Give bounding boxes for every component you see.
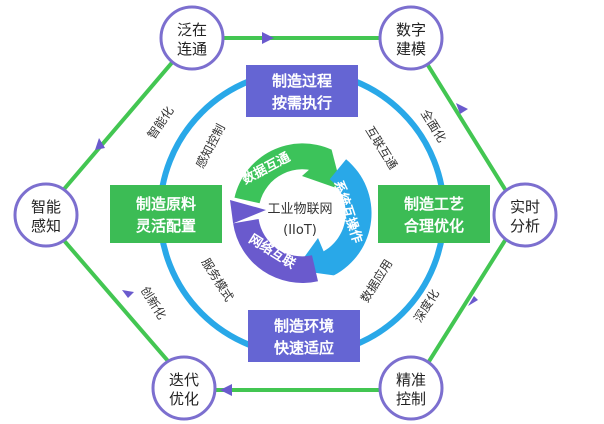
box-top-line2: 按需执行 <box>272 94 332 112</box>
node-left-line2: 感知 <box>31 217 61 235</box>
center-ring: 数据互通 系统互操作 网络互联 工业物联网 (IIoT) <box>230 143 372 283</box>
node-bottom-right-line2: 控制 <box>396 390 426 408</box>
node-top-left-line1: 泛在 <box>177 21 207 39</box>
edge-label-upper-left: 智能化 <box>144 103 177 141</box>
center-subtitle: (IIoT) <box>283 223 317 238</box>
node-right: 实时 分析 <box>492 182 558 248</box>
box-left-line2: 灵活配置 <box>136 217 196 235</box>
box-left: 制造原料 灵活配置 <box>110 185 222 243</box>
box-bottom-line1: 制造环境 <box>274 317 334 335</box>
arrow-top <box>262 32 274 44</box>
node-left-line1: 智能 <box>31 198 61 216</box>
node-bottom-left-line2: 优化 <box>169 390 199 408</box>
node-bottom-right-line1: 精准 <box>396 371 426 389</box>
node-top-right: 数字 建模 <box>378 5 444 71</box>
node-top-right-line2: 建模 <box>396 40 426 58</box>
arc-purple-tip <box>230 200 266 224</box>
node-top-right-line1: 数字 <box>396 21 426 39</box>
node-left: 智能 感知 <box>13 182 79 248</box>
arrow-upper-left <box>95 138 105 150</box>
box-right: 制造工艺 合理优化 <box>378 185 490 243</box>
box-top: 制造过程 按需执行 <box>246 65 358 117</box>
arrow-bottom <box>220 384 232 396</box>
node-top-left-line2: 连通 <box>177 40 207 58</box>
edge-label-lower-right: 深度化 <box>410 286 442 324</box>
arc-purple <box>233 219 318 283</box>
hexagon-arrows <box>95 32 478 396</box>
node-top-left: 泛在 连通 <box>159 5 225 71</box>
node-bottom-left: 迭代 优化 <box>151 355 217 421</box>
inner-label-lower-right: 数据应用 <box>357 256 395 305</box>
arrow-upper-right <box>456 103 468 114</box>
arrow-lower-left <box>122 290 134 298</box>
box-right-line1: 制造工艺 <box>404 195 464 213</box>
box-top-line1: 制造过程 <box>272 72 332 90</box>
node-bottom-left-line1: 迭代 <box>169 371 199 389</box>
inner-label-upper-right: 互联互通 <box>363 124 400 172</box>
arc-green <box>234 143 332 204</box>
box-bottom: 制造环境 快速适应 <box>248 310 360 362</box>
inner-label-lower-left: 服务模式 <box>199 255 237 304</box>
center-title: 工业物联网 <box>267 202 332 217</box>
arc-blue <box>322 159 372 276</box>
box-bottom-line2: 快速适应 <box>274 339 334 357</box>
node-right-line1: 实时 <box>510 198 540 216</box>
box-left-line1: 制造原料 <box>136 195 196 213</box>
inner-label-upper-left: 感知控制 <box>192 121 228 170</box>
arrow-lower-right <box>468 296 478 306</box>
node-right-line2: 分析 <box>510 217 540 235</box>
box-right-line2: 合理优化 <box>403 217 464 235</box>
node-bottom-right: 精准 控制 <box>378 355 444 421</box>
edge-label-lower-left: 创新化 <box>138 283 170 321</box>
